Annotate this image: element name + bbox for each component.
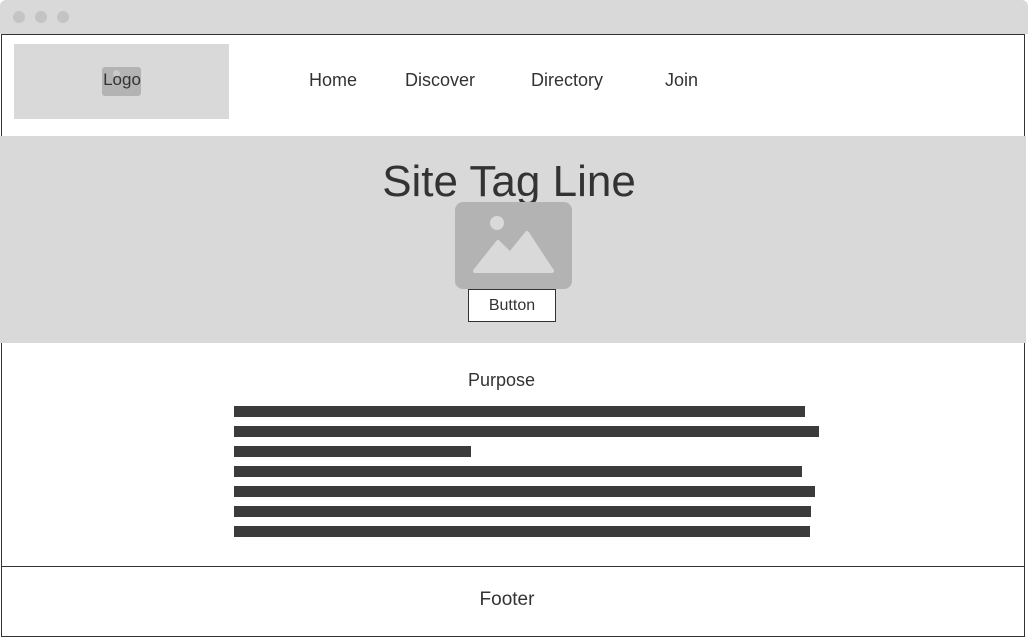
nav-home[interactable]: Home [309, 70, 358, 90]
text-placeholder-line [234, 526, 810, 537]
window-close-dot[interactable] [13, 11, 25, 23]
site-tagline: Site Tag Line [382, 157, 636, 206]
footer-label: Footer [479, 589, 535, 610]
image-placeholder-icon [455, 202, 572, 289]
text-placeholder-line [234, 466, 802, 477]
text-placeholder-line [234, 406, 805, 417]
logo-label: Logo [103, 70, 141, 89]
window-maximize-dot[interactable] [57, 11, 69, 23]
footer-divider [1, 566, 1024, 567]
hero-button[interactable]: Button [468, 289, 556, 322]
nav-join[interactable]: Join [665, 70, 699, 90]
window-minimize-dot[interactable] [35, 11, 47, 23]
image-placeholder-icon [102, 67, 141, 96]
text-placeholder-line [234, 506, 811, 517]
nav-discover[interactable]: Discover [405, 70, 476, 90]
text-placeholder-line [234, 446, 471, 457]
text-placeholder-line [234, 426, 819, 437]
text-placeholder-line [234, 486, 815, 497]
nav-directory[interactable]: Directory [531, 70, 604, 90]
window-titlebar [0, 0, 1028, 34]
purpose-heading: Purpose [467, 370, 536, 390]
